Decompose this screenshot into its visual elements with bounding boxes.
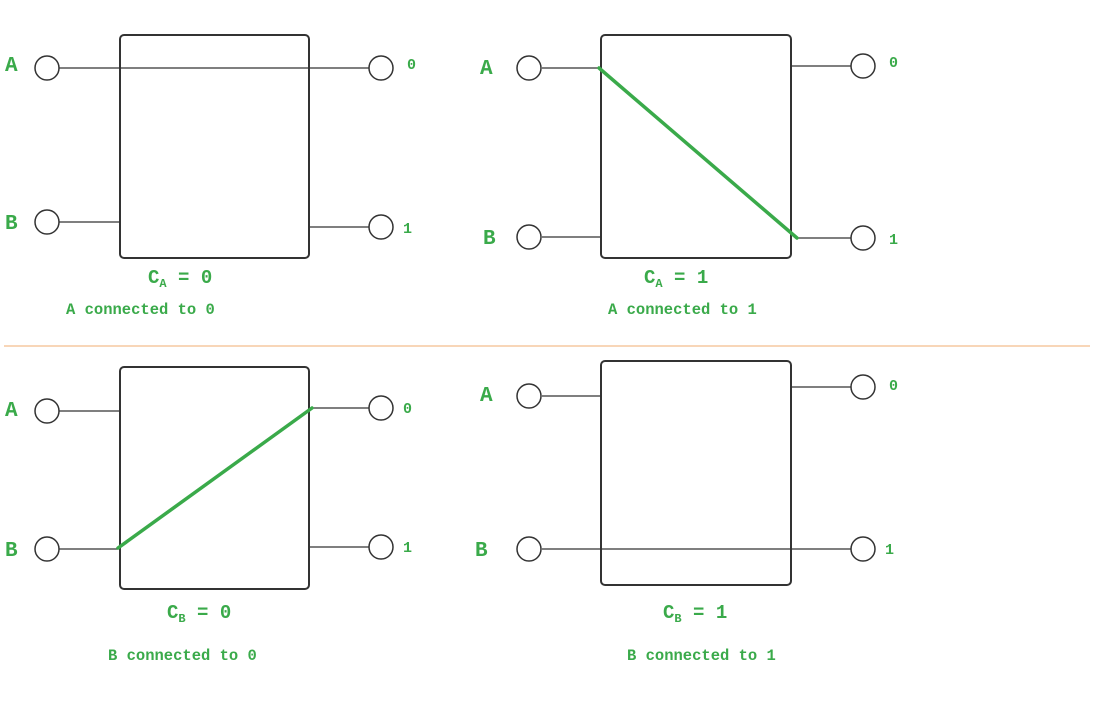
port-out-0 (368, 395, 394, 421)
port-out-1 (368, 214, 394, 240)
port-b (34, 536, 60, 562)
label-output-1: 1 (885, 542, 894, 559)
caption: A connected to 1 (608, 301, 757, 319)
port-out-0 (850, 53, 876, 79)
port-a (34, 55, 60, 81)
panel-b-to-0: A B 0 1 CB = 0 B connected to 0 (5, 366, 412, 665)
switch-box (119, 366, 310, 590)
label-output-0: 0 (889, 55, 898, 72)
switch-box (600, 34, 792, 259)
port-b (516, 224, 542, 250)
caption: B connected to 1 (627, 647, 776, 665)
switch-box (600, 360, 792, 586)
control-label: CB = 0 (167, 602, 231, 626)
label-output-1: 1 (403, 540, 412, 557)
port-out-1 (850, 225, 876, 251)
label-input-b: B (475, 540, 488, 563)
port-out-0 (368, 55, 394, 81)
label-input-a: A (5, 400, 18, 423)
label-input-a: A (5, 55, 18, 78)
label-output-1: 1 (889, 232, 898, 249)
port-a (34, 398, 60, 424)
caption: A connected to 0 (66, 301, 215, 319)
active-connection (116, 406, 314, 550)
port-out-1 (850, 536, 876, 562)
label-output-1: 1 (403, 221, 412, 238)
control-label: CB = 1 (663, 602, 727, 626)
label-input-b: B (5, 213, 18, 236)
caption: B connected to 0 (108, 647, 257, 665)
label-input-b: B (483, 228, 496, 251)
port-out-0 (850, 374, 876, 400)
port-b (34, 209, 60, 235)
label-output-0: 0 (407, 57, 416, 74)
panel-a-to-1: A B 0 1 CA = 1 A connected to 1 (480, 34, 898, 319)
control-label: CA = 1 (644, 267, 708, 291)
panel-a-to-0: A B 0 1 CA = 0 A connected to 0 (5, 34, 416, 319)
port-a (516, 383, 542, 409)
switch-box (119, 34, 310, 259)
panel-b-to-1: A B 0 1 CB = 1 B connected to 1 (475, 360, 898, 665)
port-out-1 (368, 534, 394, 560)
control-label: CA = 0 (148, 267, 212, 291)
label-input-a: A (480, 58, 493, 81)
port-a (516, 55, 542, 81)
port-b (516, 536, 542, 562)
label-output-0: 0 (889, 378, 898, 395)
label-output-0: 0 (403, 401, 412, 418)
label-input-b: B (5, 540, 18, 563)
label-input-a: A (480, 385, 493, 408)
active-connection (597, 66, 799, 240)
